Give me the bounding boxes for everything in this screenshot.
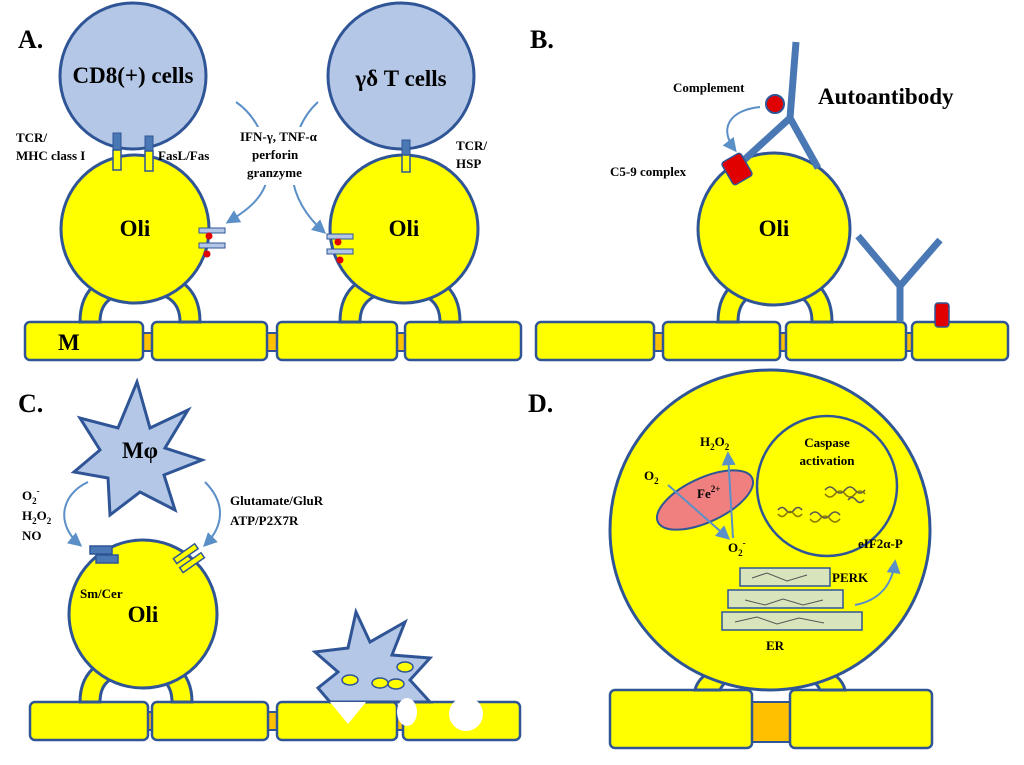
eif-label: eIF2α-P bbox=[858, 536, 903, 551]
complement-icon bbox=[765, 94, 785, 114]
panel-a: A. M Oli Oli CD8(+) cells γδ T cells bbox=[16, 1, 523, 362]
gd-label: γδ T cells bbox=[354, 66, 446, 91]
o2-arrow bbox=[667, 484, 731, 540]
h2o2-label: H2O2 bbox=[700, 434, 730, 452]
panel-d: D. H2O2 O2 Fe2+ O2- Caspase activation bbox=[528, 368, 934, 750]
er-stack bbox=[721, 567, 863, 631]
ros-label-line2: H2O2 bbox=[22, 508, 52, 526]
panel-d-letter: D. bbox=[528, 389, 553, 418]
perforin-pore-2 bbox=[326, 233, 354, 264]
fe-label: Fe2+ bbox=[697, 484, 720, 501]
panel-c-letter: C. bbox=[18, 389, 43, 418]
ros-label-line3: NO bbox=[22, 528, 42, 543]
caspase-label-2: activation bbox=[800, 453, 856, 468]
myelin-damage-2 bbox=[397, 698, 417, 726]
c59-label: C5-9 complex bbox=[610, 164, 687, 179]
perk-label: PERK bbox=[832, 570, 869, 585]
tcr-hsp-label-2: HSP bbox=[456, 156, 481, 171]
gamma-delta-t-cell bbox=[326, 1, 476, 151]
smcer-label: Sm/Cer bbox=[80, 586, 123, 601]
macrophage-label: Mφ bbox=[122, 438, 158, 463]
tcr-mhc-label-2: MHC class I bbox=[16, 148, 85, 163]
oligodendrocyte-b bbox=[696, 151, 852, 307]
autoantibody-2 bbox=[855, 233, 943, 322]
cytokine-label-bg bbox=[238, 127, 342, 185]
caspase-label-1: Caspase bbox=[804, 435, 850, 450]
fasl-label: FasL/Fas bbox=[158, 148, 209, 163]
myelin-debris-2 bbox=[371, 677, 389, 689]
c59-complex-myelin bbox=[934, 302, 950, 328]
dna-fragments bbox=[777, 486, 866, 523]
complement-label: Complement bbox=[673, 80, 745, 95]
oligodendrocyte-c bbox=[67, 538, 219, 690]
panel-b-letter: B. bbox=[530, 25, 554, 54]
cd8-t-cell bbox=[58, 1, 208, 151]
macrophage-star bbox=[70, 377, 207, 518]
h2o2-arrow bbox=[721, 451, 736, 539]
oli-label-2: Oli bbox=[389, 216, 420, 241]
tcr-mhc-label-1: TCR/ bbox=[16, 130, 47, 145]
smcer-receptor bbox=[89, 545, 119, 564]
fasl-fas-receptor bbox=[144, 135, 154, 172]
cd8-label: CD8(+) cells bbox=[72, 63, 193, 88]
ros-arrow bbox=[63, 481, 89, 547]
myelin-damage-1 bbox=[330, 702, 366, 724]
panel-b: B. Oli Complement bbox=[530, 25, 1010, 362]
oli-label-1: Oli bbox=[120, 216, 151, 241]
autoantibody-1 bbox=[741, 41, 822, 170]
perforin-pore-1 bbox=[198, 227, 226, 258]
cytokines-line2: perforin bbox=[252, 147, 299, 162]
myelin-row-c bbox=[28, 700, 522, 742]
cytokines-line1: IFN-γ, TNF-α bbox=[240, 129, 318, 144]
panel-a-letter: A. bbox=[18, 25, 43, 54]
o2-label: O2 bbox=[644, 468, 659, 486]
o2-minus-label: O2- bbox=[728, 538, 746, 558]
cytokines-line3: granzyme bbox=[247, 165, 302, 180]
myelin-label: M bbox=[58, 330, 80, 355]
myelin-row-d bbox=[608, 688, 934, 750]
myelin-row-a bbox=[23, 320, 523, 362]
tcr-mhc-receptor bbox=[112, 132, 122, 171]
glutamate-label-1: Glutamate/GluR bbox=[230, 493, 324, 508]
myelin-debris-4 bbox=[396, 661, 414, 673]
oli-label-b: Oli bbox=[759, 216, 790, 241]
tcr-hsp-label-1: TCR/ bbox=[456, 138, 487, 153]
eif-arrow bbox=[854, 559, 901, 606]
glutamate-label-2: ATP/P2X7R bbox=[230, 513, 299, 528]
ros-label-line1: O2- bbox=[22, 486, 40, 506]
myelin-debris-1 bbox=[341, 674, 359, 686]
myelin-row-b bbox=[534, 320, 1010, 362]
autoantibody-label: Autoantibody bbox=[818, 84, 954, 109]
tcr-hsp-receptor bbox=[401, 139, 411, 173]
panel-c: C. Oli Mφ bbox=[18, 377, 522, 742]
c59-complex-cell bbox=[721, 152, 753, 186]
oli-label-c: Oli bbox=[128, 602, 159, 627]
er-label: ER bbox=[766, 638, 785, 653]
macrophage-engulfing bbox=[311, 607, 434, 704]
nucleus bbox=[755, 414, 899, 558]
glur-receptor bbox=[172, 542, 206, 574]
myelin-debris-3 bbox=[387, 678, 405, 690]
complement-arrow bbox=[722, 106, 761, 153]
myelin-damage-3 bbox=[449, 697, 483, 731]
glutamate-arrow bbox=[203, 481, 221, 547]
